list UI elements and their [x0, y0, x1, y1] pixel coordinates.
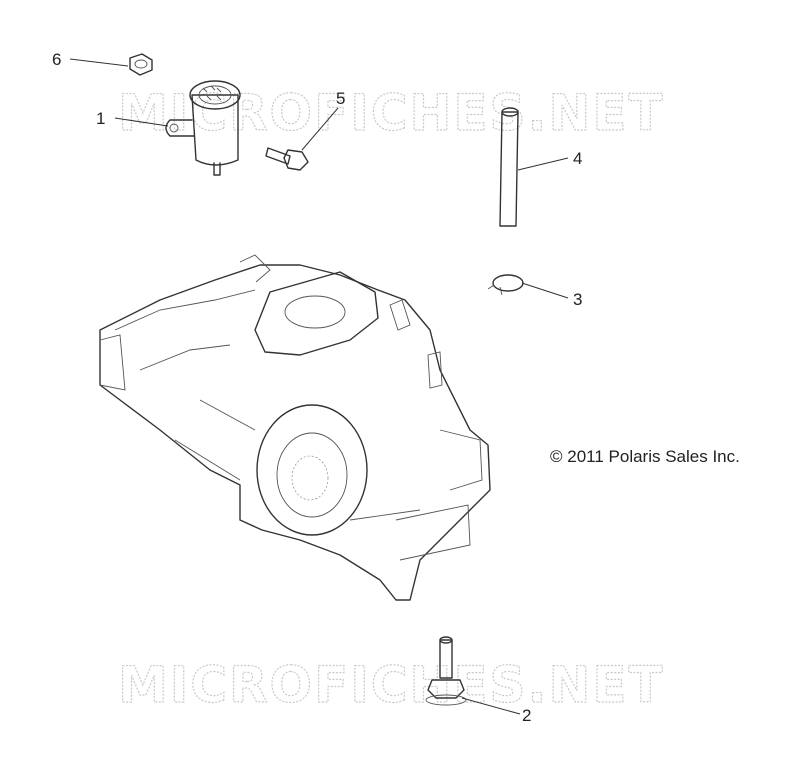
- part-3-clamp[interactable]: [487, 274, 524, 296]
- leader-4: [517, 157, 569, 171]
- leader-6: [69, 58, 129, 67]
- part-5-bolt[interactable]: [265, 147, 309, 171]
- leader-1: [114, 117, 169, 127]
- callout-1: 1: [96, 109, 105, 128]
- callout-6: 6: [52, 50, 61, 69]
- callout-4: 4: [573, 149, 582, 168]
- watermark-top: MICROFICHES.NET: [118, 84, 665, 142]
- leader-3: [521, 282, 569, 299]
- part-6-nut[interactable]: [129, 53, 153, 76]
- part-2-flange-bolt[interactable]: [425, 636, 467, 706]
- callout-3: 3: [573, 290, 582, 309]
- leader-2: [461, 697, 521, 715]
- part-1-reservoir[interactable]: [165, 80, 241, 176]
- leader-5: [301, 107, 339, 151]
- copyright-notice: © 2011 Polaris Sales Inc.: [550, 447, 740, 466]
- part-4-tube[interactable]: [499, 107, 519, 227]
- watermark-bottom: MICROFICHES.NET: [118, 656, 665, 714]
- callout-5: 5: [336, 89, 345, 108]
- callout-2: 2: [522, 706, 531, 725]
- transmission-assembly[interactable]: [99, 254, 491, 601]
